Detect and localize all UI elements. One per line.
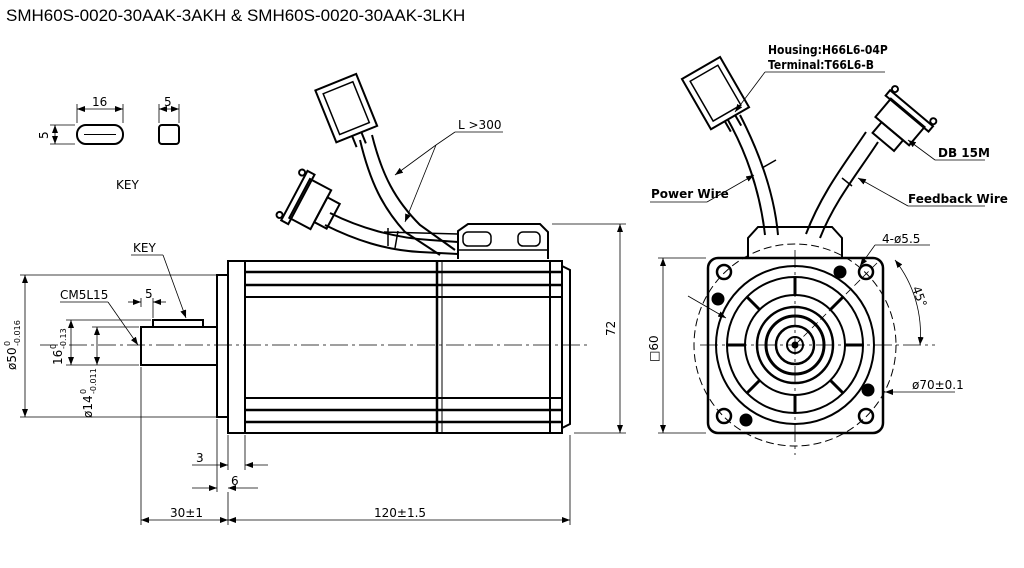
key-height-side-dim: 16 [51,350,65,365]
housing-label: Housing:H66L6-04P [768,42,888,57]
shaft-dia-tol-bottom: -0.011 [89,368,98,394]
connector-block [457,223,549,259]
flange-dia-dim: ø50 [5,347,19,370]
power-connector-front [680,55,751,131]
key-length-dim: 16 [92,95,107,109]
key-end-view [158,124,180,145]
power-wire-label: Power Wire [651,187,729,201]
shaft-dia-tol-top: 0 [79,389,88,394]
spigot-dim: 6 [231,474,239,488]
body-length-dim: 120±1.5 [374,506,426,520]
side-key-label: KEY [133,241,156,255]
shaft-length-dim: 30±1 [170,506,203,520]
motor-spigot [216,274,229,418]
holes-label: 4-ø5.5 [882,232,920,246]
key-detail [50,104,180,145]
key-top-view [76,124,124,145]
db-connector-label: DB 15M [938,146,990,160]
mount-hole-tr [857,263,875,281]
height-overall-dim: 72 [604,321,618,336]
drawing-title: SMH60S-0020-30AAK-3AKH & SMH60S-0020-30A… [6,6,466,25]
mount-hole-bl [715,407,733,425]
thread-depth-dim: 5 [145,287,153,301]
pcd-dim: ø70±0.1 [912,378,964,392]
motor-body [244,260,563,434]
feedback-wire-label: Feedback Wire [908,192,1008,206]
angle-label: 45° [909,284,929,309]
mount-hole-br [857,407,875,425]
key-width-dim: 5 [164,95,172,109]
square-dim: □60 [647,335,661,362]
side-view [20,72,626,525]
shaft-key [152,319,204,328]
motor-flange [227,260,246,434]
key-height-dim: 5 [37,131,51,139]
connector-boss [747,226,843,258]
terminal-label: Terminal:T66L6-B [768,57,874,72]
thread-label: CM5L15 [60,288,108,302]
motor-rear-cap [561,265,571,429]
pcd-circle [693,243,897,447]
key-detail-label: KEY [116,178,139,192]
motor-shaft [140,326,218,366]
key-height-tol-top: 0 [49,344,58,349]
square-flange [706,256,885,435]
flange-dia-tol-top: 0 [3,341,12,346]
cable-length-label: L >300 [458,118,501,132]
flange-dia-tol-bottom: -0.016 [13,320,22,346]
power-cable-side [371,134,456,251]
key-height-tol-bottom: -0.13 [59,328,68,349]
power-connector-plug [314,72,379,144]
shaft-dia-dim: ø14 [81,395,95,418]
flange-thickness-dim: 3 [196,451,204,465]
mount-hole-tl [715,263,733,281]
front-view [650,55,985,455]
feedback-cable-side [329,212,459,243]
